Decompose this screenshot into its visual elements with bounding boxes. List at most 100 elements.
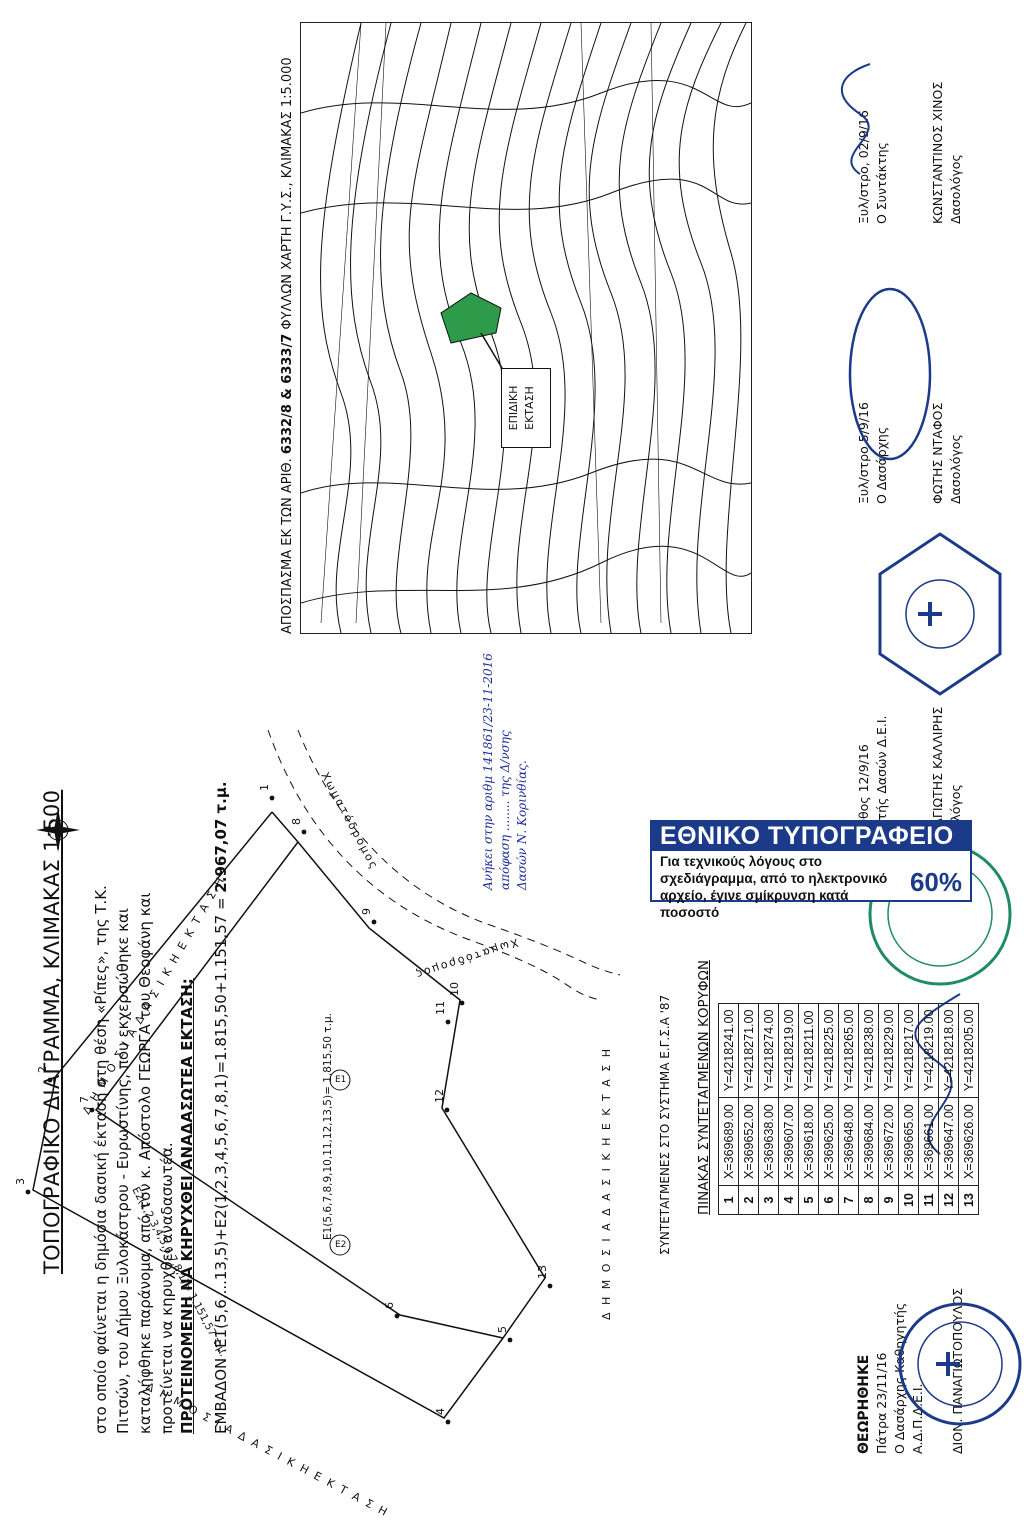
signature-scribble	[840, 63, 961, 1155]
blue-oval-stamp	[848, 287, 932, 461]
vertex-number: 12	[938, 1185, 959, 1215]
e1-tag: Ε1	[335, 1075, 347, 1085]
parcel-highlight	[440, 292, 502, 344]
vertex-point	[547, 1283, 553, 1289]
y-coordinate: Y=4218271.00	[738, 1003, 759, 1098]
vertex-number: 4	[778, 1185, 799, 1215]
vertex-label: 7	[78, 1096, 91, 1103]
vertex-label: 5	[496, 1326, 509, 1333]
vertex-number: 9	[878, 1185, 899, 1215]
x-coordinate: X=369652.00	[738, 1097, 759, 1186]
vertex-label: 9	[360, 908, 373, 915]
x-coordinate: X=369689.00	[718, 1097, 739, 1186]
y-coordinate: Y=4218238.00	[858, 1003, 879, 1098]
y-coordinate: Y=4218229.00	[878, 1003, 899, 1098]
vertex-label: 1	[258, 784, 271, 791]
road-edges	[267, 729, 621, 1001]
vertex-number: 5	[798, 1185, 819, 1215]
vertex-number: 7	[838, 1185, 859, 1215]
vertex-label: 2	[36, 1066, 49, 1073]
rotated-page: ΤΟΠΟΓΡΑΦΙΚΟ ΔΙΑΓΡΑΜΜΑ, ΚΛΙΜΑΚΑΣ 1:500 στ…	[40, 22, 1022, 1454]
y-coordinate: Y=4218274.00	[758, 1003, 779, 1098]
y-coordinate: Y=4218265.00	[838, 1003, 859, 1098]
vertex-point	[301, 829, 307, 835]
handwritten-note: Ανήκει στην αριθμ 141861/23-11-2016 απόφ…	[480, 653, 531, 890]
vertex-label: 4	[434, 1408, 447, 1415]
y-coordinate: Y=4218241.00	[718, 1003, 739, 1098]
vertex-point	[459, 1000, 465, 1006]
y-coordinate: Y=4218219.00	[778, 1003, 799, 1098]
x-coordinate: X=369648.00	[838, 1097, 859, 1186]
vertex-point	[445, 1419, 451, 1425]
y-coordinate: Y=4218218.00	[938, 1003, 959, 1098]
x-coordinate: X=369672.00	[878, 1097, 899, 1186]
vertex-number: 13	[958, 1185, 979, 1215]
printing-office-heading: ΕΘΝΙΚΟ ΤΥΠΟΓΡΑΦΕΙΟ	[652, 822, 970, 851]
reduction-percent: 60%	[909, 867, 962, 897]
vertex-point	[445, 1019, 451, 1025]
vertex-number: 6	[818, 1185, 839, 1215]
x-coordinate: X=369607.00	[778, 1097, 799, 1186]
e1-area-text: Ε1(5,6,7,8,9,10,11,12,13,5)= 1.815,50 τ.…	[322, 1013, 334, 1240]
e2-tag: Ε2	[335, 1240, 347, 1250]
vertex-label: 8	[290, 818, 303, 825]
vertex-point	[394, 1313, 400, 1319]
y-coordinate: Y=4218217.00	[898, 1003, 919, 1098]
national-printing-office-box: ΕΘΝΙΚΟ ΤΥΠΟΓΡΑΦΕΙΟ Για τεχνικούς λόγους …	[650, 820, 972, 920]
contour-lines	[300, 22, 752, 634]
x-coordinate: X=369647.00	[938, 1097, 959, 1186]
vertex-label: 11	[434, 1001, 447, 1015]
area-tag-e2	[329, 1234, 351, 1256]
hexagonal-forestry-stamp	[878, 532, 1002, 696]
vertex-point	[371, 919, 377, 925]
handwritten-line-2: απόφαση ........ της Δ/νσης	[498, 730, 512, 890]
vertex-label: 13	[536, 1265, 549, 1279]
vertex-number: 10	[898, 1185, 919, 1215]
parcel-outline	[32, 811, 546, 1419]
y-coordinate: Y=4218205.00	[958, 1003, 979, 1098]
vertex-label: 6	[383, 1302, 396, 1309]
x-coordinate: X=369618.00	[798, 1097, 819, 1186]
vertex-point	[89, 1107, 95, 1113]
vertex-point	[25, 1189, 31, 1195]
vertex-point	[269, 795, 275, 801]
compass-rose	[36, 808, 80, 852]
coordinate-system-note: ΣΥΝΤΕΤΑΓΜΕΝΕΣ ΣΤΟ ΣΥΣΤΗΜΑ Ε.Γ.Σ.Α '87	[658, 994, 672, 1255]
y-coordinate: Y=4218225.00	[818, 1003, 839, 1098]
x-coordinate: X=369638.00	[758, 1097, 779, 1186]
y-coordinate: Y=4218219.00	[918, 1003, 939, 1098]
x-coordinate: X=369661.00	[918, 1097, 939, 1186]
handwritten-line-1: Ανήκει στην αριθμ 141861/23-11-2016	[481, 653, 495, 890]
x-coordinate: X=369665.00	[898, 1097, 919, 1186]
vertex-number: 8	[858, 1185, 879, 1215]
round-seal-stamp	[898, 1302, 1022, 1426]
coordinates-table-title: ΠΙΝΑΚΑΣ ΣΥΝΤΕΤΑΓΜΕΝΩΝ ΚΟΡΥΦΩΝ	[696, 960, 712, 1215]
area-tag-e1	[329, 1069, 351, 1091]
vertex-point	[47, 1077, 53, 1083]
vertex-label: 10	[448, 982, 461, 996]
vertex-number: 11	[918, 1185, 939, 1215]
x-coordinate: X=369626.00	[958, 1097, 979, 1186]
document-sheet: ΤΟΠΟΓΡΑΦΙΚΟ ΔΙΑΓΡΑΜΜΑ, ΚΛΙΜΑΚΑΣ 1:500 στ…	[40, 22, 1022, 1454]
vertex-number: 2	[738, 1185, 759, 1215]
handwritten-line-3: Δασών Ν. Κορινθίας.	[515, 760, 529, 890]
vertex-point	[507, 1337, 513, 1343]
official-stamps	[840, 63, 1022, 1426]
vertex-point	[444, 1107, 450, 1113]
